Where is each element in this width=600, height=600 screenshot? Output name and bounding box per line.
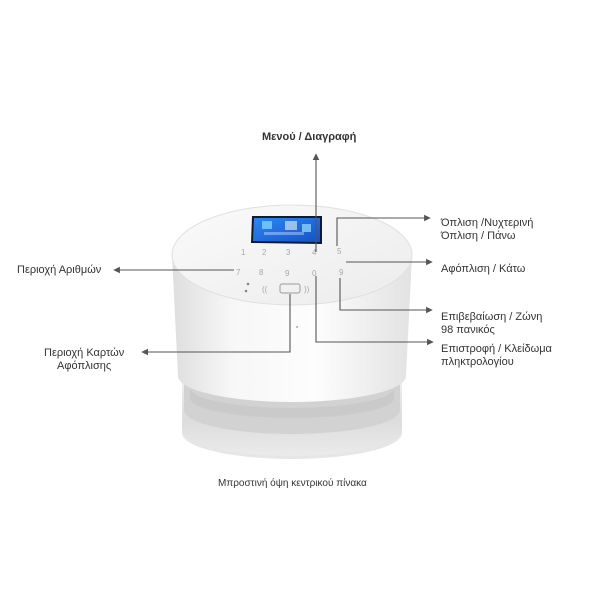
- key-1[interactable]: 1: [241, 248, 246, 257]
- keypad-row-1b: 6: [338, 247, 343, 256]
- key-5[interactable]: 5: [337, 247, 342, 256]
- label-number-area: Περιοχή Αριθμών: [17, 264, 102, 276]
- key-0[interactable]: 0: [312, 269, 317, 278]
- key-9[interactable]: 9: [285, 269, 290, 278]
- arrow-back-lock: [315, 276, 434, 346]
- label-confirm-zone-line2: 98 πανικός: [441, 324, 495, 336]
- label-menu-delete: Μενού / Διαγραφή: [262, 131, 357, 143]
- keypad-row-1: 1 2 3 4 5: [241, 247, 342, 257]
- label-card-area: Περιοχή Καρτών Αφόπλισης: [44, 347, 124, 373]
- annotation-arrows: [113, 153, 434, 356]
- device-top-face: [171, 204, 413, 306]
- rfid-waves-right: )): [304, 285, 310, 294]
- key-3[interactable]: 3: [286, 248, 291, 257]
- arrow-card-area: [141, 294, 291, 356]
- label-card-area-line1: Περιοχή Καρτών: [44, 347, 125, 359]
- arrow-arm-night: [336, 214, 431, 246]
- key-7[interactable]: 7: [236, 268, 241, 277]
- key-2[interactable]: 2: [262, 248, 267, 257]
- lcd-screen: [251, 216, 322, 244]
- figure-caption: Μπροστινή όψη κεντρικού πίνακα: [218, 478, 367, 489]
- sensor-dot: [295, 325, 299, 329]
- label-confirm-zone-line1: Επιβεβαίωση / Ζώνη: [441, 311, 543, 323]
- rfid-card-area[interactable]: (( )): [262, 283, 310, 294]
- speaker-band-highlight: [190, 388, 394, 418]
- key-8[interactable]: 8: [259, 268, 264, 277]
- label-card-area-line2: Αφόπλισης: [57, 360, 112, 372]
- rfid-waves-left: ((: [262, 285, 268, 294]
- label-arm-night: Όπλιση /Νυχτερινή Όπλιση / Πάνω: [441, 217, 533, 243]
- keypad-row-2: 7 8 9 0 9: [236, 268, 344, 278]
- indicator-dot: [246, 282, 250, 286]
- indicator-dot: [244, 289, 248, 293]
- key-4[interactable]: 4: [312, 248, 317, 257]
- arrow-confirm-zone: [339, 278, 433, 314]
- label-back-lock: Επιστροφή / Κλείδωμα πληκτρολογίου: [441, 343, 552, 369]
- label-confirm-zone: Επιβεβαίωση / Ζώνη 98 πανικός: [441, 311, 542, 337]
- label-arm-night-line1: Όπλιση /Νυχτερινή: [441, 217, 534, 229]
- rfid-pad[interactable]: [279, 283, 301, 294]
- alarm-panel-device: 1 2 3 4 5 6 7 8 9 0 9 (( )): [171, 204, 413, 459]
- key-confirm[interactable]: 9: [339, 268, 344, 277]
- label-back-lock-line1: Επιστροφή / Κλείδωμα: [441, 343, 552, 355]
- label-back-lock-line2: πληκτρολογίου: [441, 356, 514, 368]
- label-arm-night-line2: Όπλιση / Πάνω: [441, 230, 516, 242]
- label-disarm-down: Αφόπλιση / Κάτω: [441, 263, 526, 275]
